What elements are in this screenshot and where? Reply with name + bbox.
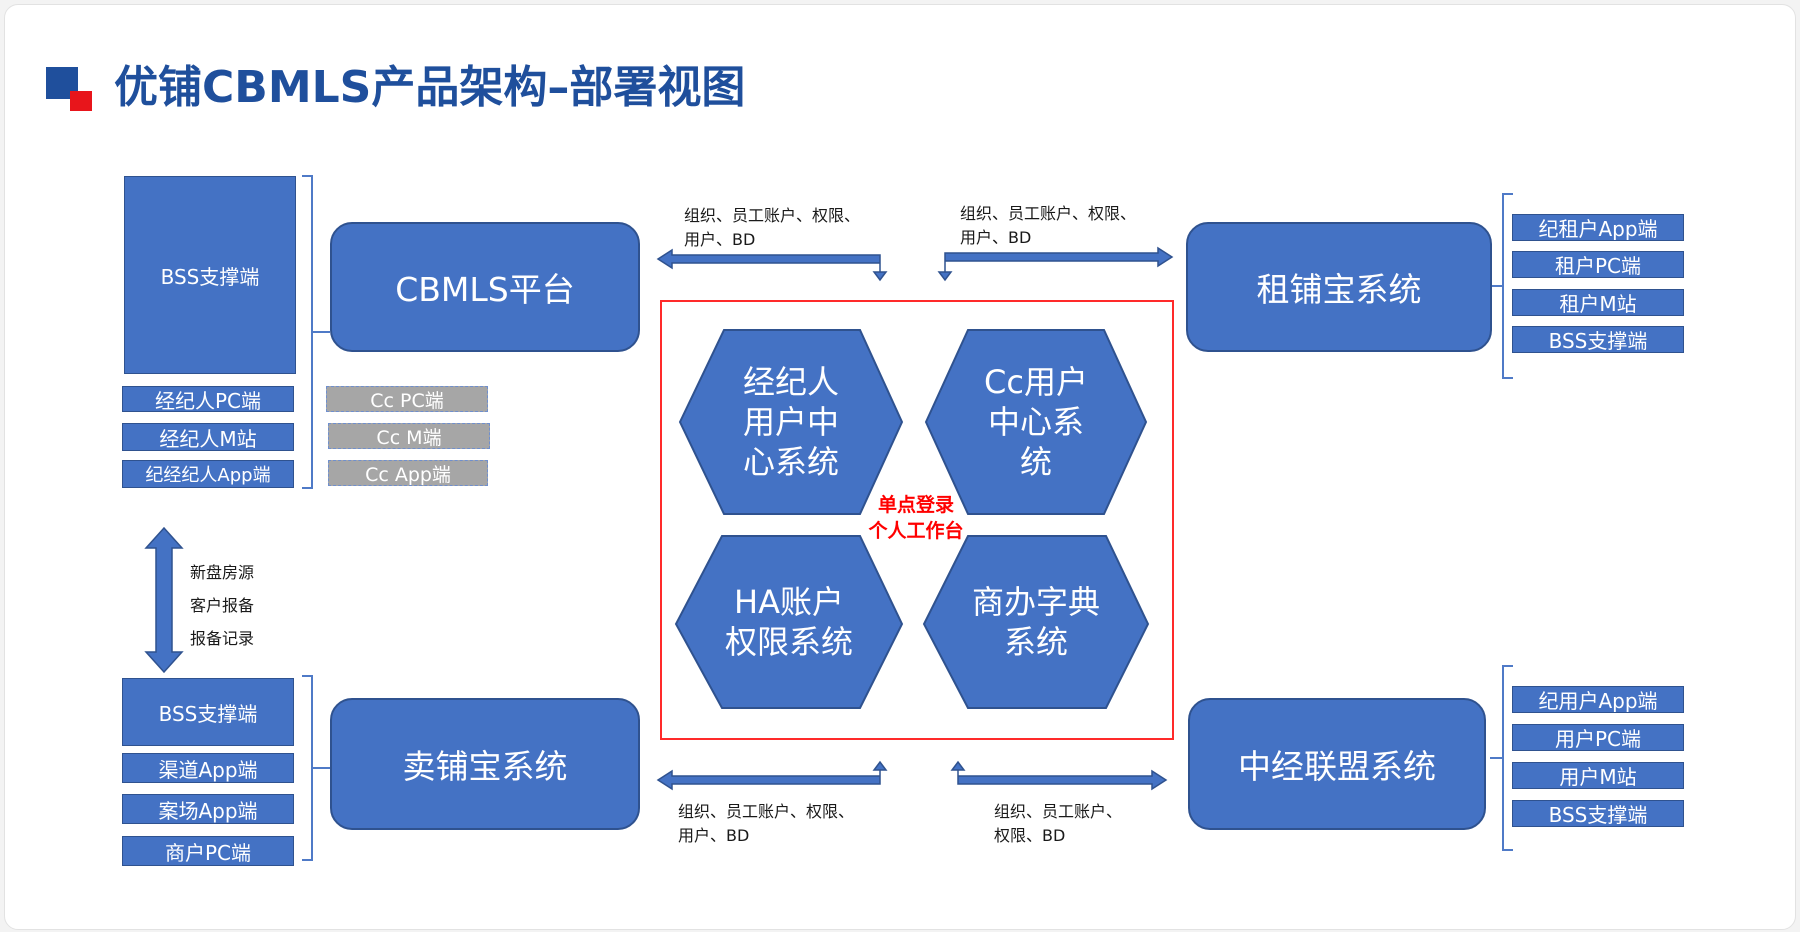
vertical-label-line-1: 客户报备 (190, 596, 255, 615)
gray-item-2: Cc App端 (328, 460, 488, 486)
hex-tl-line-0: 经纪人 (742, 363, 839, 401)
hex-tr-line-2: 统 (1019, 443, 1052, 481)
hexagon-user-center-cc: Cc用户 中心系 统 (926, 330, 1146, 514)
vertical-label-line-0: 新盘房源 (190, 563, 255, 582)
hex-bl-line-1: 权限系统 (724, 623, 853, 661)
hexagon-shape-tr (924, 329, 1148, 515)
right-top-item-1: 租户PC端 (1512, 251, 1684, 278)
hex-br-line-0: 商办字典 (971, 583, 1100, 621)
cbmls-platform: CBMLS平台 (330, 222, 640, 352)
arrow-label-bottom-left: 组织、员工账户、权限、 用户、BD (678, 800, 854, 848)
left-item-1: 经纪人M站 (122, 423, 294, 451)
hexagon-ha-account: HA账户 权限系统 (676, 536, 902, 708)
right-top-item-3: BSS支撑端 (1512, 326, 1684, 353)
hexagon-shape-br (922, 535, 1150, 709)
sso-label: 单点登录 个人工作台 (856, 492, 976, 544)
left-bottom-item-3: 商户PC端 (122, 836, 294, 866)
hexagon-dictionary: 商办字典 系统 (924, 536, 1148, 708)
arrow-label-top-right-line-1: 用户、BD (960, 228, 1032, 247)
left-item-0: 经纪人PC端 (122, 386, 294, 412)
hex-tl-line-1: 用户中 (742, 403, 839, 441)
zupu-system: 租铺宝系统 (1186, 222, 1492, 352)
arrow-label-bottom-right-line-0: 组织、员工账户、 (994, 802, 1123, 821)
arrow-label-top-left-line-0: 组织、员工账户、权限、 (684, 206, 861, 225)
right-bottom-item-0: 纪用户App端 (1512, 686, 1684, 713)
maipu-system: 卖铺宝系统 (330, 698, 640, 830)
arrow-label-top-left-line-1: 用户、BD (684, 230, 756, 249)
right-top-item-2: 租户M站 (1512, 289, 1684, 316)
hex-br-line-1: 系统 (1003, 623, 1068, 661)
vertical-label-line-2: 报备记录 (190, 629, 255, 648)
left-bottom-item-0: BSS支撑端 (122, 678, 294, 746)
page-title: 优铺CBMLS产品架构–部署视图 (114, 62, 746, 113)
vertical-double-arrow (144, 526, 184, 674)
logo-square-red (70, 91, 92, 111)
arrow-label-bottom-right-line-1: 权限、BD (994, 826, 1066, 845)
hex-tr-line-1: 中心系 (987, 403, 1084, 441)
hexagon-shape-bl (674, 535, 904, 709)
zhongjing-system: 中经联盟系统 (1188, 698, 1486, 830)
sso-label-line-1: 个人工作台 (868, 520, 964, 542)
arrow-label-bottom-left-line-0: 组织、员工账户、权限、 (678, 802, 855, 821)
sso-frame (660, 300, 1174, 740)
arrow-label-top-left: 组织、员工账户、权限、 用户、BD (684, 204, 860, 252)
arrow-label-bottom-right: 组织、员工账户、 权限、BD (994, 800, 1122, 848)
hex-tl-line-2: 心系统 (742, 443, 839, 481)
left-bss-main: BSS支撑端 (124, 176, 296, 374)
hex-tr-line-0: Cc用户 (984, 363, 1088, 401)
vertical-label: 新盘房源 客户报备 报备记录 (190, 556, 254, 655)
gray-item-0: Cc PC端 (326, 386, 488, 412)
hexagon-shape-tl (678, 329, 904, 515)
hexagon-user-center-agent: 经纪人 用户中 心系统 (680, 330, 902, 514)
slide-card (4, 4, 1796, 930)
left-item-2: 纪经纪人App端 (122, 460, 294, 488)
sso-label-line-0: 单点登录 (877, 494, 954, 516)
arrow-label-bottom-left-line-1: 用户、BD (678, 826, 750, 845)
left-bottom-item-2: 案场App端 (122, 794, 294, 824)
hex-bl-line-0: HA账户 (734, 583, 844, 621)
gray-item-1: Cc M端 (328, 423, 490, 449)
arrow-label-top-right-line-0: 组织、员工账户、权限、 (960, 204, 1137, 223)
right-top-item-0: 纪租户App端 (1512, 214, 1684, 241)
right-bottom-item-1: 用户PC端 (1512, 724, 1684, 751)
right-bottom-item-2: 用户M站 (1512, 762, 1684, 789)
left-bottom-item-1: 渠道App端 (122, 753, 294, 783)
arrow-label-top-right: 组织、员工账户、权限、 用户、BD (960, 202, 1136, 250)
right-bottom-item-3: BSS支撑端 (1512, 800, 1684, 827)
